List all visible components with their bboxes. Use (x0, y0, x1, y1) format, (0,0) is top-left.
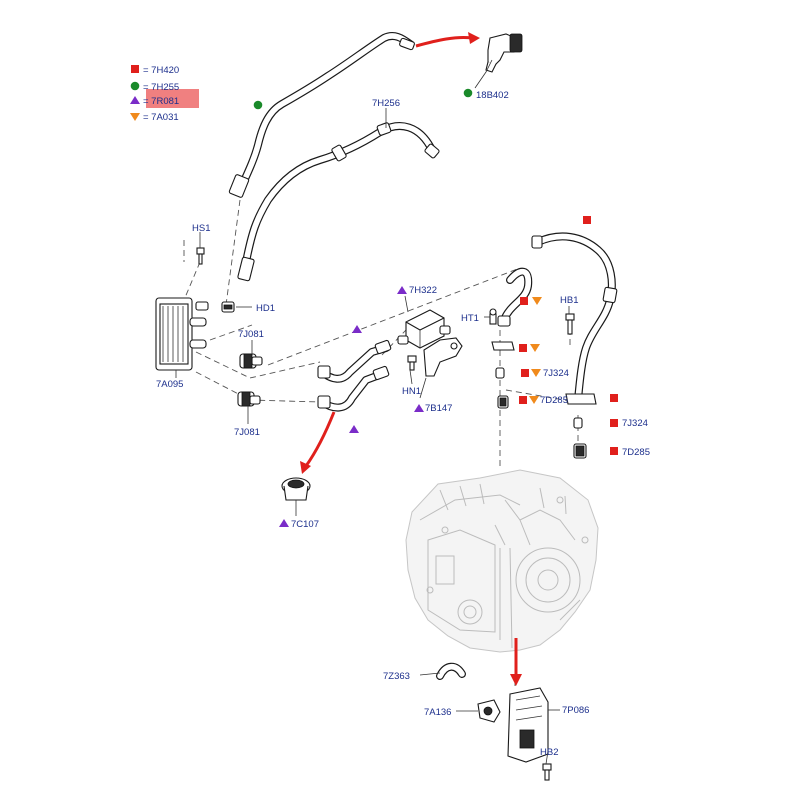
hose-7h420 (531, 232, 618, 404)
triangle-down-marker-icon (531, 369, 541, 377)
label-7j081-lower: 7J081 (234, 427, 260, 438)
nut-hn1 (407, 355, 417, 371)
square-marker-icon (610, 419, 618, 427)
label-7b147: 7B147 (425, 403, 452, 414)
module-7p086 (507, 687, 549, 763)
clip-hd1 (221, 301, 235, 313)
label-7d285-center: 7D285 (540, 395, 568, 406)
leader-lines (175, 59, 570, 765)
fitting-column-center (491, 341, 515, 409)
triangle-up-marker-icon (349, 425, 359, 433)
part-labels: 18B402 7H256 HS1 HD1 7J081 7A095 7J081 7… (156, 90, 650, 758)
square-marker-icon (519, 344, 527, 352)
bolt-hb2 (542, 763, 552, 781)
square-marker-icon (131, 65, 139, 73)
connector-18b402 (485, 33, 523, 73)
circle-marker-icon (253, 100, 263, 110)
triangle-up-marker-icon (414, 404, 424, 412)
cooler-7a095 (155, 297, 209, 371)
label-7a136: 7A136 (424, 707, 451, 718)
hose-elbow-upper (497, 267, 533, 327)
label-7a095: 7A095 (156, 379, 183, 390)
red-arrows (300, 32, 522, 686)
square-marker-icon (520, 297, 528, 305)
label-7z363: 7Z363 (383, 671, 410, 682)
triangle-down-marker-icon (529, 396, 539, 404)
label-7d285-right: 7D285 (622, 447, 650, 458)
triangle-up-marker-icon (352, 325, 362, 333)
stud-ht1 (489, 308, 497, 325)
triangle-down-marker-icon (530, 344, 540, 352)
fitting-7c107 (281, 477, 311, 501)
legend-highlight (146, 89, 199, 108)
label-7c107: 7C107 (291, 519, 319, 530)
label-hb1: HB1 (560, 295, 578, 306)
sensor-7a136 (477, 699, 501, 723)
label-hn1: HN1 (402, 386, 421, 397)
fitting-column-right (565, 393, 597, 459)
square-marker-icon (610, 447, 618, 455)
label-7j324-center: 7J324 (543, 368, 569, 379)
label-hd1: HD1 (256, 303, 275, 314)
triangle-up-marker-icon (279, 519, 289, 527)
label-7h322: 7H322 (409, 285, 437, 296)
hose-7h256 (237, 122, 440, 282)
circle-marker-icon (463, 88, 473, 98)
label-7p086: 7P086 (562, 705, 589, 716)
triangle-down-marker-icon (532, 297, 542, 305)
legend-label-7A031: = 7A031 (143, 112, 179, 123)
legend-label-7R081: = 7R081 (143, 96, 179, 107)
square-marker-icon (519, 396, 527, 404)
square-marker-icon (521, 369, 529, 377)
triangle-down-marker-icon (130, 113, 140, 121)
label-7j324-right: 7J324 (622, 418, 648, 429)
legend: = 7H420 = 7H255 = 7R081 = 7A031 (130, 65, 199, 123)
legend-label-7H255: = 7H255 (143, 82, 179, 93)
label-hb2: HB2 (540, 747, 558, 758)
hose-7z363 (436, 662, 466, 680)
hose-7h255 (228, 31, 415, 198)
bolt-hb1 (565, 313, 575, 335)
bracket-7b147 (423, 337, 463, 377)
square-marker-icon (610, 394, 618, 402)
hose-pair-7r081 (317, 339, 392, 412)
triangle-up-marker-icon (397, 286, 407, 294)
legend-label-7H420: = 7H420 (143, 65, 179, 76)
transmission-housing (405, 469, 599, 653)
triangle-up-marker-icon (130, 96, 140, 104)
label-ht1: HT1 (461, 313, 479, 324)
circle-marker-icon (130, 81, 140, 91)
label-7h256: 7H256 (372, 98, 400, 109)
label-hs1: HS1 (192, 223, 210, 234)
square-marker-icon (583, 216, 591, 224)
label-18b402: 18B402 (476, 90, 509, 101)
valve-7h322 (397, 309, 451, 349)
clamp-7j081-lower (237, 391, 261, 407)
bolt-hs1 (196, 247, 205, 265)
label-7j081-upper: 7J081 (238, 329, 264, 340)
clamp-7j081-upper (239, 353, 263, 369)
markers (253, 88, 618, 527)
